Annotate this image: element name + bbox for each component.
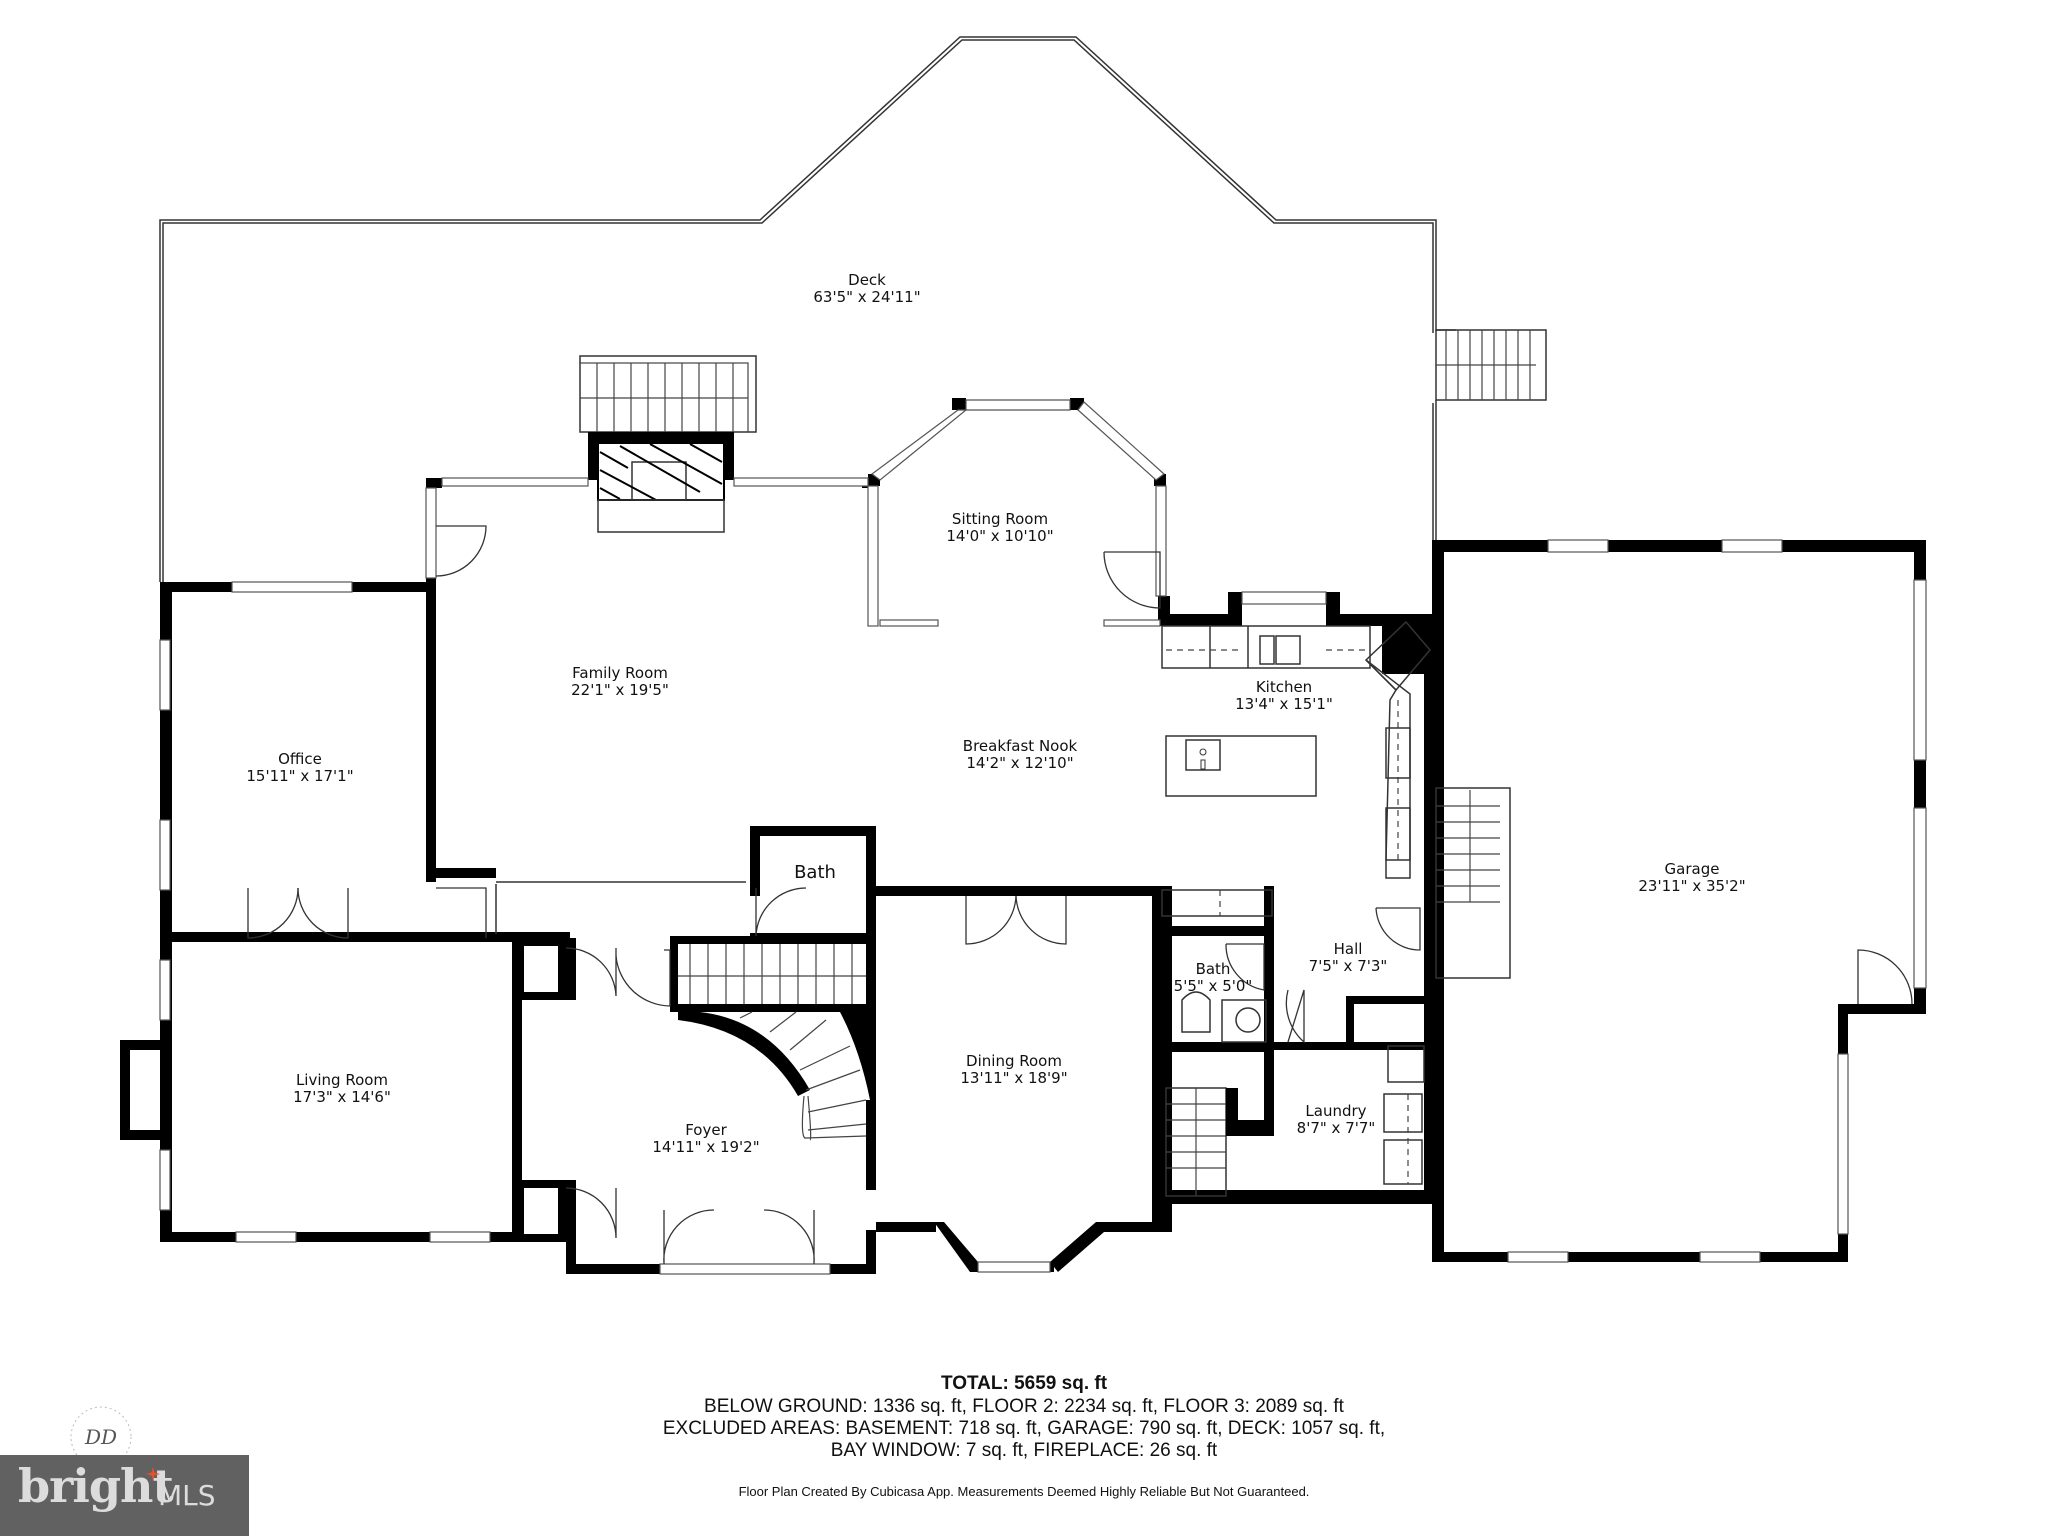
area-floors: BELOW GROUND: 1336 sq. ft, FLOOR 2: 2234… — [704, 1396, 1344, 1417]
room-labels: Deck 63'5" x 24'11" Sitting Room 14'0" x… — [246, 271, 1745, 1156]
room-half-bath-name: Bath — [794, 862, 836, 883]
room-hall-name: Hall — [1334, 940, 1363, 958]
seal-initials: DD — [84, 1425, 117, 1449]
room-bath-name: Bath — [1196, 960, 1231, 978]
room-living-name: Living Room — [296, 1071, 388, 1089]
area-total: TOTAL: 5659 sq. ft — [0, 1373, 2048, 1394]
room-dining-name: Dining Room — [966, 1052, 1062, 1070]
room-family-name: Family Room — [572, 664, 668, 682]
room-deck-name: Deck — [848, 271, 886, 289]
garage-stairs — [1435, 787, 1511, 979]
doors — [247, 525, 1913, 1265]
kitchen-fixtures — [1161, 620, 1431, 917]
room-family-dims: 22'1" x 19'5" — [571, 681, 669, 699]
sparkle-icon — [146, 1467, 160, 1481]
room-laundry-name: Laundry — [1305, 1102, 1366, 1120]
bright-mls-logo: bright MLS — [0, 1455, 249, 1536]
room-nook-dims: 14'2" x 12'10" — [966, 754, 1073, 772]
total-area: TOTAL: 5659 sq. ft — [940, 1373, 1108, 1394]
fireplace-family — [588, 432, 734, 533]
room-hall-dims: 7'5" x 7'3" — [1309, 957, 1388, 975]
room-office-name: Office — [278, 750, 322, 768]
room-laundry-dims: 8'7" x 7'7" — [1297, 1119, 1376, 1137]
area-excluded-cont: BAY WINDOW: 7 sq. ft, FIREPLACE: 26 sq. … — [830, 1440, 1218, 1461]
deck-stairs-right — [1435, 329, 1547, 401]
room-foyer-name: Foyer — [685, 1121, 727, 1139]
photographer-seal-logo: DD — [70, 1406, 132, 1468]
room-living-dims: 17'3" x 14'6" — [293, 1088, 391, 1106]
room-kitchen-dims: 13'4" x 15'1" — [1235, 695, 1333, 713]
bright-wordmark: bright — [18, 1459, 174, 1513]
room-office-dims: 15'11" x 17'1" — [246, 767, 353, 785]
area-excluded: EXCLUDED AREAS: BASEMENT: 718 sq. ft, GA… — [662, 1418, 1386, 1439]
disclaimer: Floor Plan Created By Cubicasa App. Meas… — [738, 1484, 1310, 1499]
room-garage-dims: 23'11" x 35'2" — [1638, 877, 1745, 895]
windows — [159, 399, 1927, 1275]
foyer-stairs — [678, 944, 867, 1141]
room-dining-dims: 13'11" x 18'9" — [960, 1069, 1067, 1087]
room-nook-name: Breakfast Nook — [963, 737, 1078, 755]
room-kitchen-name: Kitchen — [1256, 678, 1312, 696]
laundry-stairs — [1165, 1052, 1274, 1197]
room-sitting-dims: 14'0" x 10'10" — [946, 527, 1053, 545]
room-garage-name: Garage — [1665, 860, 1720, 878]
room-deck-dims: 63'5" x 24'11" — [813, 288, 920, 306]
room-bath-dims: 5'5" x 5'0" — [1174, 977, 1253, 995]
deck-outline — [159, 36, 1456, 582]
room-sitting-name: Sitting Room — [952, 510, 1048, 528]
mls-wordmark: MLS — [158, 1479, 216, 1512]
room-foyer-dims: 14'11" x 19'2" — [652, 1138, 759, 1156]
deck-stairs-left — [579, 355, 757, 433]
laundry-appliances — [1383, 1045, 1425, 1185]
bath-fixtures — [1181, 991, 1267, 1043]
